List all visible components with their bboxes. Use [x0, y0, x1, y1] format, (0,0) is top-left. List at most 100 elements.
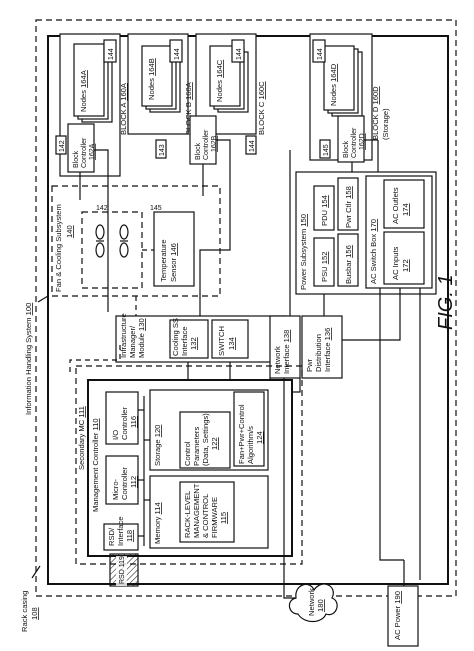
svg-text:162D: 162D	[359, 133, 366, 150]
pwr-ctlr	[337, 177, 359, 231]
micro-controller	[105, 455, 139, 505]
firmware	[179, 481, 235, 543]
svg-text:MANAGEMENT: MANAGEMENT	[192, 483, 201, 538]
svg-text:142: 142	[59, 140, 66, 152]
svg-text:Storage 120: Storage 120	[153, 425, 162, 466]
svg-text:Pwr: Pwr	[305, 358, 314, 372]
svg-text:174: 174	[401, 203, 410, 216]
nodes-d-label: Nodes 164D	[329, 63, 338, 106]
fan-ref: 140	[65, 225, 74, 238]
svg-text:116: 116	[129, 416, 138, 428]
nodes-b-label: Nodes 164B	[147, 58, 156, 100]
svg-text:Cooling SS: Cooling SS	[171, 318, 180, 356]
svg-text:Sensor 146: Sensor 146	[169, 243, 178, 282]
block-c-label: BLOCK C 160C	[257, 81, 266, 135]
block-d-label: BLOCK D 160D	[371, 86, 380, 140]
svg-text:Controller: Controller	[120, 407, 129, 440]
rack-casing-ref: 108	[30, 607, 39, 620]
svg-text:Busbar 156: Busbar 156	[344, 245, 353, 284]
busbar	[337, 233, 359, 287]
svg-text:Parameters: Parameters	[192, 427, 201, 466]
svg-text:Network: Network	[307, 588, 316, 616]
svg-text:172: 172	[401, 259, 410, 272]
svg-text:Block: Block	[343, 140, 350, 158]
system-label: Information Handling System 100	[24, 303, 33, 415]
svg-text:124: 124	[255, 431, 264, 444]
ac-outlets	[383, 179, 425, 229]
svg-text:Interface 136: Interface 136	[323, 328, 332, 372]
svg-text:RSD/: RSD/	[107, 527, 116, 546]
ref-142-a	[55, 135, 67, 155]
svg-text:Interface 138: Interface 138	[282, 330, 291, 374]
ref-145-d	[319, 139, 331, 159]
psu	[313, 237, 335, 287]
svg-text:AC Switch Box 170: AC Switch Box 170	[369, 219, 378, 284]
svg-text:144: 144	[174, 48, 181, 60]
svg-text:AC Inputs: AC Inputs	[391, 246, 400, 280]
svg-text:SWITCH: SWITCH	[217, 326, 226, 356]
svg-text:Pwr Ctlr 158: Pwr Ctlr 158	[344, 186, 353, 228]
svg-text:Micro-: Micro-	[111, 478, 120, 500]
block-a-label: BLOCK A 160A	[119, 82, 128, 135]
network-interface	[269, 315, 301, 379]
fan-icon-2	[119, 224, 129, 258]
svg-text:Distribution: Distribution	[314, 334, 323, 372]
box-144-b	[169, 39, 183, 63]
rsd-interface	[103, 523, 139, 551]
svg-text:RSD 119: RSD 119	[119, 556, 126, 584]
svg-text:162A: 162A	[89, 143, 96, 160]
network-cloud	[288, 583, 338, 623]
nodes-d	[323, 45, 355, 111]
svg-text:144: 144	[108, 48, 115, 60]
svg-text:Controller: Controller	[203, 129, 210, 160]
pwr-distribution-interface	[301, 315, 343, 379]
svg-text:134: 134	[227, 337, 236, 350]
mc-label: Management Controller 110	[91, 418, 100, 512]
fan-inner	[81, 211, 143, 289]
svg-text:Controller: Controller	[81, 137, 88, 168]
block-controller-d	[337, 115, 365, 163]
svg-text:Algorithm/s: Algorithm/s	[246, 426, 255, 464]
svg-text:PDU 154: PDU 154	[320, 195, 329, 226]
svg-text:AC Outlets: AC Outlets	[391, 187, 400, 224]
block-controller-a	[67, 123, 95, 173]
svg-text:& CONTROL: & CONTROL	[201, 494, 210, 538]
svg-text:Module 130: Module 130	[137, 318, 146, 358]
svg-text:Block: Block	[73, 150, 80, 168]
svg-text:Control: Control	[183, 441, 192, 466]
svg-text:I/O: I/O	[111, 430, 120, 440]
svg-text:Infrastructure: Infrastructure	[119, 313, 128, 358]
svg-text:Fan+Pwr+Control: Fan+Pwr+Control	[237, 404, 246, 464]
box-144-a	[103, 39, 117, 63]
svg-text:144: 144	[249, 140, 256, 152]
svg-text:Network: Network	[273, 346, 282, 374]
cooling-ss-interface	[169, 319, 209, 359]
rack-casing-label: Rack casing	[20, 591, 29, 632]
svg-text:144: 144	[236, 48, 243, 60]
nodes-a	[73, 43, 105, 117]
svg-text:Block: Block	[195, 142, 202, 160]
svg-text:144: 144	[317, 48, 324, 60]
nodes-a-label: Nodes 164A	[79, 69, 88, 112]
svg-text:145: 145	[150, 205, 162, 212]
svg-text:118: 118	[125, 530, 134, 542]
svg-text:Controller: Controller	[120, 467, 129, 500]
block-b-label: BLOCK B 160A	[184, 81, 193, 135]
svg-text:142: 142	[96, 205, 108, 212]
fan-icon-1	[95, 224, 105, 258]
svg-text:Controller: Controller	[351, 127, 358, 158]
sensor-box	[153, 211, 195, 287]
svg-text:Manager/: Manager/	[128, 325, 137, 358]
box-144-d	[312, 39, 326, 63]
svg-text:FIRMWARE: FIRMWARE	[210, 497, 219, 538]
figure-label: FIG. 1	[435, 274, 457, 330]
nodes-c-label: Nodes 164C	[215, 59, 224, 102]
secondary-mc-label: Secondary MC 111	[77, 406, 86, 470]
block-d-sublabel: (Storage)	[381, 108, 390, 140]
svg-text:143: 143	[159, 144, 166, 156]
svg-text:145: 145	[323, 144, 330, 156]
nodes-b	[141, 45, 173, 107]
svg-text:RACK-LEVEL: RACK-LEVEL	[183, 491, 192, 538]
secondary-mc	[75, 365, 303, 565]
